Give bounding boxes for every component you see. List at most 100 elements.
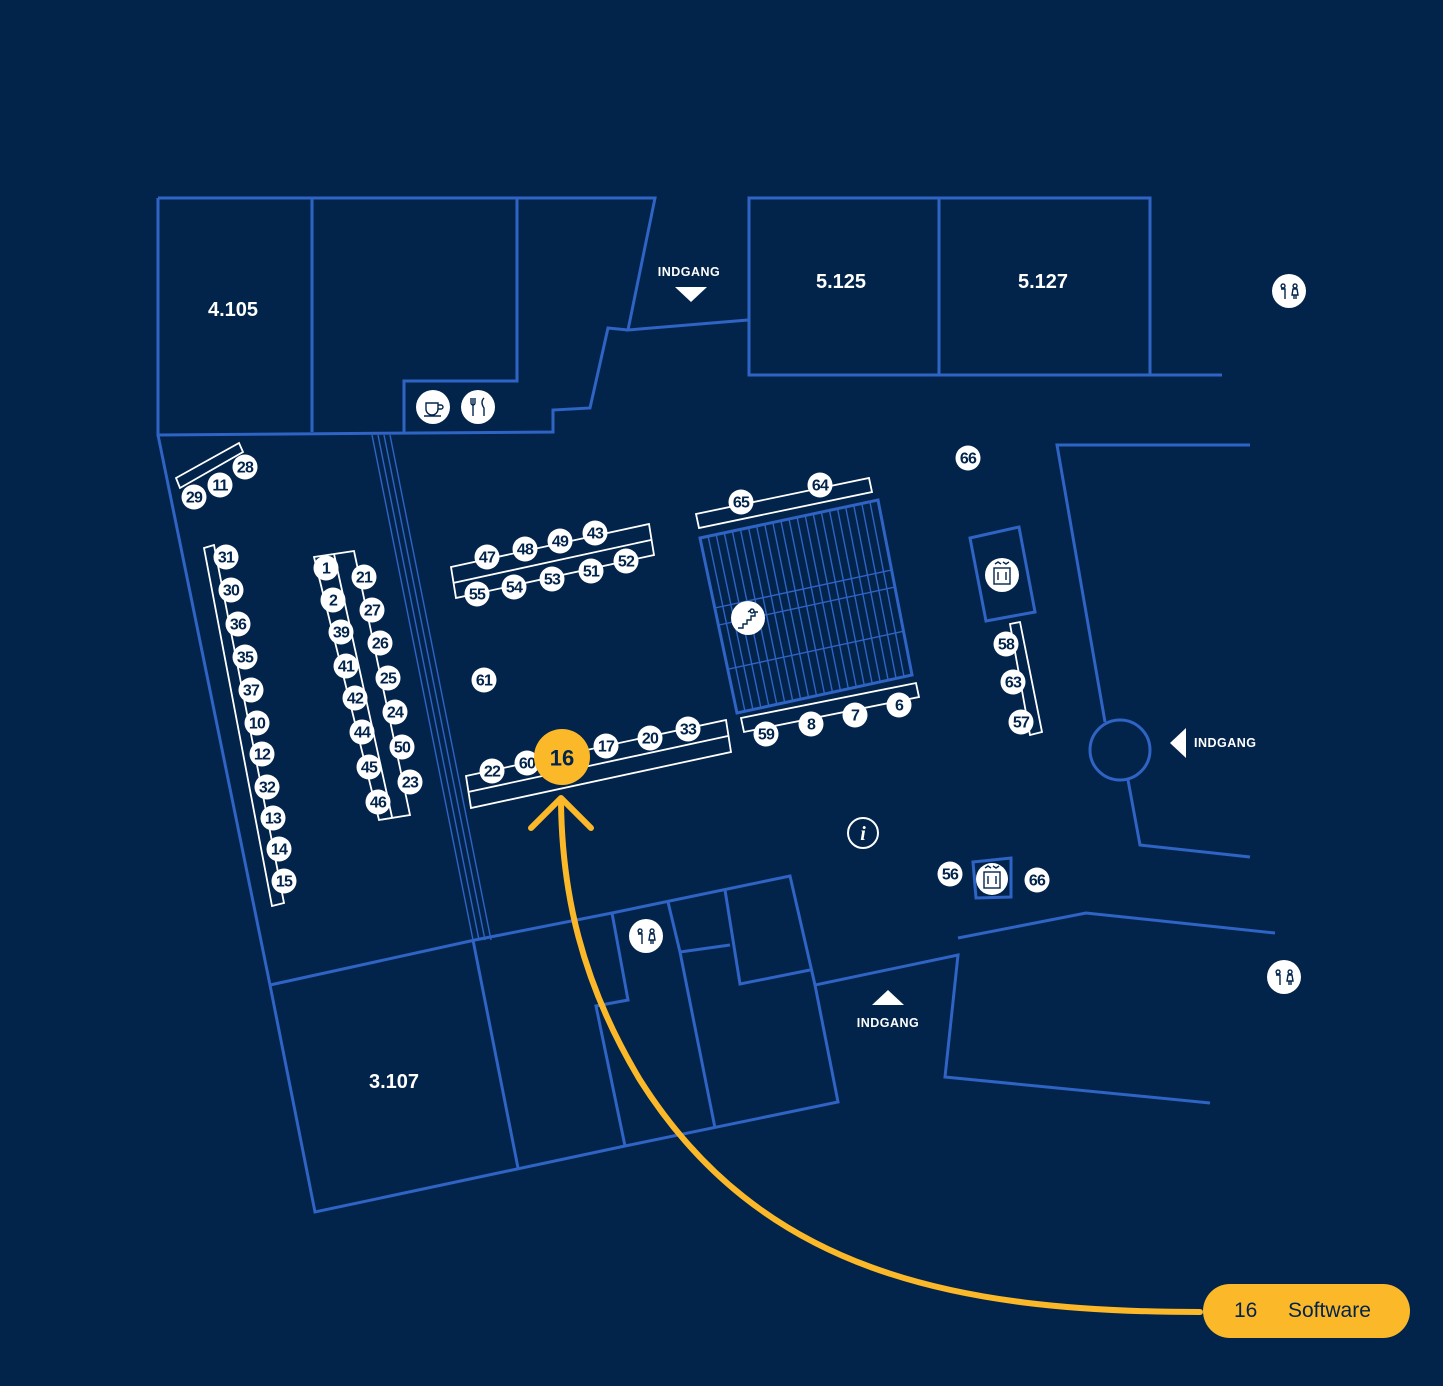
- booth-marker[interactable]: 33: [675, 716, 701, 742]
- booth-marker[interactable]: 52: [613, 548, 639, 574]
- booth-marker[interactable]: 46: [365, 789, 391, 815]
- booth-marker[interactable]: 55: [464, 581, 490, 607]
- booth-number: 28: [237, 460, 254, 477]
- booth-marker[interactable]: 50: [389, 734, 415, 760]
- booth-circle: [501, 574, 527, 600]
- booth-marker[interactable]: 23: [397, 769, 423, 795]
- booth-marker[interactable]: 15: [271, 868, 297, 894]
- booth-number: 27: [364, 603, 381, 620]
- booth-marker[interactable]: 42: [342, 685, 368, 711]
- booth-marker[interactable]: 49: [547, 528, 573, 554]
- booth-circle: [479, 758, 505, 784]
- booth-marker[interactable]: 31: [213, 544, 239, 570]
- booth-marker[interactable]: 58: [993, 631, 1019, 657]
- booth-marker[interactable]: 32: [254, 774, 280, 800]
- booth-number: 55: [469, 587, 486, 604]
- booth-marker[interactable]: 28: [232, 454, 258, 480]
- booth-circle: [842, 702, 868, 728]
- booth-circle: [349, 719, 375, 745]
- booth-marker[interactable]: 47: [474, 544, 500, 570]
- booth-marker[interactable]: 36: [225, 611, 251, 637]
- booth-marker[interactable]: 11: [207, 472, 233, 498]
- booth-circle: [798, 711, 824, 737]
- booth-number: 2: [329, 593, 338, 610]
- room-label: 5.127: [1018, 271, 1068, 293]
- booth-marker[interactable]: 14: [266, 836, 292, 862]
- booth-circle: [232, 644, 258, 670]
- booth-marker[interactable]: 21: [351, 564, 377, 590]
- room-label: 5.125: [816, 271, 866, 293]
- booth-circle: [382, 699, 408, 725]
- booth-number: 60: [519, 756, 536, 773]
- booth-number: 24: [387, 705, 404, 722]
- booth-marker[interactable]: 66: [1024, 867, 1050, 893]
- booth-marker[interactable]: 30: [218, 577, 244, 603]
- elevator-icon: [985, 558, 1019, 592]
- svg-text:i: i: [860, 823, 866, 845]
- booth-marker[interactable]: 17: [593, 733, 619, 759]
- booth-marker[interactable]: 44: [349, 719, 375, 745]
- booth-marker[interactable]: 37: [238, 677, 264, 703]
- booth-marker[interactable]: 56: [937, 861, 963, 887]
- booth-number: 53: [544, 572, 561, 589]
- booth-info-pill[interactable]: 16 Software: [1203, 1284, 1410, 1338]
- booth-marker[interactable]: 20: [637, 725, 663, 751]
- booth-circle: [807, 472, 833, 498]
- booth-marker[interactable]: 39: [328, 619, 354, 645]
- booth-circle: [232, 454, 258, 480]
- booth-marker[interactable]: 24: [382, 699, 408, 725]
- booth-circle: [993, 631, 1019, 657]
- booth-marker[interactable]: 1: [313, 555, 339, 581]
- restaurant-icon: [461, 390, 495, 424]
- booth-circle: [955, 445, 981, 471]
- booth-marker[interactable]: 35: [232, 644, 258, 670]
- booth-marker[interactable]: 57: [1008, 709, 1034, 735]
- booth-marker[interactable]: 25: [375, 665, 401, 691]
- booth-marker[interactable]: 26: [367, 630, 393, 656]
- booth-number: 10: [249, 716, 266, 733]
- booth-marker[interactable]: 60: [514, 750, 540, 776]
- booth-number: 14: [271, 842, 288, 859]
- booth-circle: [512, 536, 538, 562]
- booth-circle: [249, 741, 275, 767]
- booth-marker[interactable]: 51: [578, 558, 604, 584]
- booth-circle: [333, 653, 359, 679]
- booth-marker[interactable]: 43: [582, 520, 608, 546]
- booth-marker[interactable]: 41: [333, 653, 359, 679]
- booth-marker[interactable]: 65: [728, 489, 754, 515]
- booth-marker[interactable]: 6: [886, 692, 912, 718]
- booth-marker[interactable]: 53: [539, 566, 565, 592]
- route-path: [558, 799, 1203, 1315]
- booth-number: 64: [812, 478, 829, 495]
- booth-number: 49: [552, 534, 569, 551]
- booth-number: 39: [333, 625, 350, 642]
- booth-marker[interactable]: 59: [753, 721, 779, 747]
- highlighted-booth[interactable]: 16: [534, 729, 590, 785]
- booth-marker[interactable]: 8: [798, 711, 824, 737]
- booth-marker[interactable]: 66: [955, 445, 981, 471]
- booth-marker[interactable]: 64: [807, 472, 833, 498]
- booth-circle: [218, 577, 244, 603]
- elevator-icon: [976, 863, 1008, 895]
- booth-marker[interactable]: 48: [512, 536, 538, 562]
- info-icon: i: [847, 817, 879, 849]
- booth-circle: [266, 836, 292, 862]
- booth-marker[interactable]: 13: [260, 805, 286, 831]
- booth-circle: [359, 597, 385, 623]
- booth-circle: [539, 566, 565, 592]
- booth-marker[interactable]: 54: [501, 574, 527, 600]
- booth-marker[interactable]: 2: [320, 587, 346, 613]
- booth-marker[interactable]: 63: [1000, 669, 1026, 695]
- booth-circle: [593, 733, 619, 759]
- booth-marker[interactable]: 7: [842, 702, 868, 728]
- booth-number: 1: [322, 561, 331, 578]
- booth-circle: [937, 861, 963, 887]
- booth-marker[interactable]: 29: [181, 484, 207, 510]
- booth-number: 46: [370, 795, 387, 812]
- booth-marker[interactable]: 10: [244, 710, 270, 736]
- booth-marker[interactable]: 12: [249, 741, 275, 767]
- booth-marker[interactable]: 61: [471, 667, 497, 693]
- booth-marker[interactable]: 27: [359, 597, 385, 623]
- booth-marker[interactable]: 45: [356, 754, 382, 780]
- booth-marker[interactable]: 22: [479, 758, 505, 784]
